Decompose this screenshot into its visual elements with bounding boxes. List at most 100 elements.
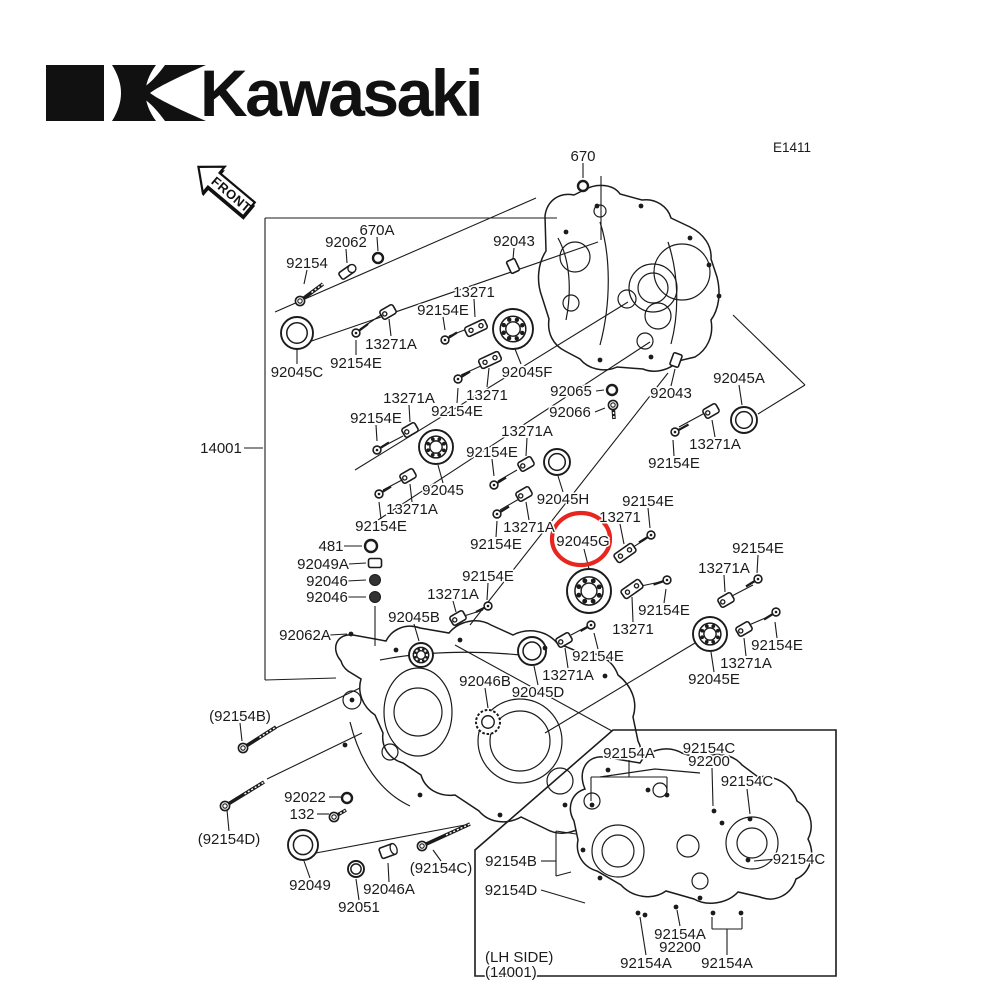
clamp-hole xyxy=(558,639,564,645)
clamp-body xyxy=(702,403,720,419)
leader-line xyxy=(678,413,704,428)
bolt-dot xyxy=(457,637,463,643)
clamp-hole xyxy=(518,493,524,499)
bolt-head-hex xyxy=(240,745,246,751)
clamp-hole xyxy=(520,463,526,469)
screw-icon xyxy=(372,441,390,455)
bearing-ball xyxy=(414,651,417,654)
part-label: 92154A xyxy=(620,955,672,972)
bearing-outer xyxy=(418,429,454,465)
part-label: 13271A xyxy=(365,336,417,353)
bearing-ball xyxy=(576,584,582,590)
bearing-bore xyxy=(505,321,521,337)
leader-line xyxy=(388,318,392,337)
screw-icon xyxy=(351,323,369,338)
part-label: 13271A xyxy=(386,501,438,518)
logo-k-arms xyxy=(132,65,206,121)
leader-line xyxy=(525,501,530,521)
screw-head-center xyxy=(774,610,778,614)
screw-head-center xyxy=(756,577,760,581)
screw-icon xyxy=(475,601,493,614)
bearing-mid xyxy=(522,641,542,661)
oring-icon xyxy=(340,791,354,805)
bearing-ball xyxy=(425,651,428,655)
leader-line xyxy=(375,424,378,442)
leader-line xyxy=(593,632,599,650)
bearing-outer xyxy=(492,308,534,350)
leader-line xyxy=(757,384,806,415)
screw-head-center xyxy=(456,377,460,381)
bearing-bore xyxy=(415,649,427,661)
oring-icon xyxy=(605,383,619,397)
spline-inner xyxy=(481,715,495,729)
bearing-ball xyxy=(514,336,519,341)
screw-icon xyxy=(453,370,471,384)
bearing-ball xyxy=(425,656,428,659)
bolt-head xyxy=(219,800,231,812)
bolt-icon xyxy=(237,725,277,754)
bearing-mid xyxy=(286,322,308,344)
part-label: 13271A xyxy=(720,655,772,672)
bolt-head-hex xyxy=(222,803,228,809)
clamp-icon xyxy=(463,318,489,338)
screw-head-center xyxy=(649,533,653,537)
bearing-ball xyxy=(417,659,420,662)
part-label: 13271 xyxy=(599,509,641,526)
part-label: 92062A xyxy=(279,627,331,644)
leader-line xyxy=(377,341,651,521)
bearing-ball xyxy=(441,448,446,453)
leader-line xyxy=(670,368,676,387)
leader-line xyxy=(639,916,647,956)
part-label: 92154E xyxy=(330,355,382,372)
part-label: 92154E xyxy=(648,455,700,472)
leader-line xyxy=(264,677,337,681)
bolt-head xyxy=(237,742,249,754)
bearing-ball xyxy=(716,628,720,633)
clamp-hole xyxy=(478,322,484,329)
part-label: 13271 xyxy=(466,387,508,404)
screw-icon xyxy=(763,607,781,621)
bolt-dot xyxy=(716,293,722,299)
bolt-dot xyxy=(706,262,712,268)
bolt-head xyxy=(607,399,619,411)
clamp-body xyxy=(515,486,533,502)
bearing-mid xyxy=(574,576,604,606)
leader-line xyxy=(746,788,751,815)
bolt-threads xyxy=(445,823,471,836)
part-label: 92051 xyxy=(338,899,380,916)
bearing-ball xyxy=(501,322,506,328)
leader-line xyxy=(409,483,413,503)
bolt-threads xyxy=(259,726,277,739)
bearing-ball xyxy=(590,578,596,584)
bolt-dot xyxy=(497,812,503,818)
screw-head-center xyxy=(354,331,358,335)
part-label: 92154A xyxy=(654,926,706,943)
spline-outer xyxy=(475,709,501,735)
bearing-ball xyxy=(582,578,588,584)
bearing-outer xyxy=(280,316,314,350)
part-label: 92045 xyxy=(422,482,464,499)
screw-icon xyxy=(374,485,392,499)
leader-line xyxy=(732,314,806,386)
leader-line xyxy=(354,301,629,471)
leader-line xyxy=(495,520,498,538)
oil-seal-icon xyxy=(287,829,319,861)
bearing-outer xyxy=(408,642,434,668)
bearing-ball xyxy=(414,655,417,659)
leader-line xyxy=(595,389,605,392)
bolt-dot xyxy=(738,910,744,916)
bearing-mid xyxy=(698,622,722,646)
screw-head-center xyxy=(673,430,677,434)
screw-icon xyxy=(440,331,458,345)
clamp-hole xyxy=(404,429,410,435)
bolt-head xyxy=(416,840,428,852)
bearing-ball xyxy=(426,441,431,446)
leader-line xyxy=(512,247,515,260)
part-label: 13271A xyxy=(427,586,479,603)
clamp-hole xyxy=(468,327,474,334)
bearing-ball xyxy=(437,437,442,442)
leader-line xyxy=(676,909,681,927)
dowel-pin-icon xyxy=(505,257,521,275)
leader-line xyxy=(348,562,367,565)
